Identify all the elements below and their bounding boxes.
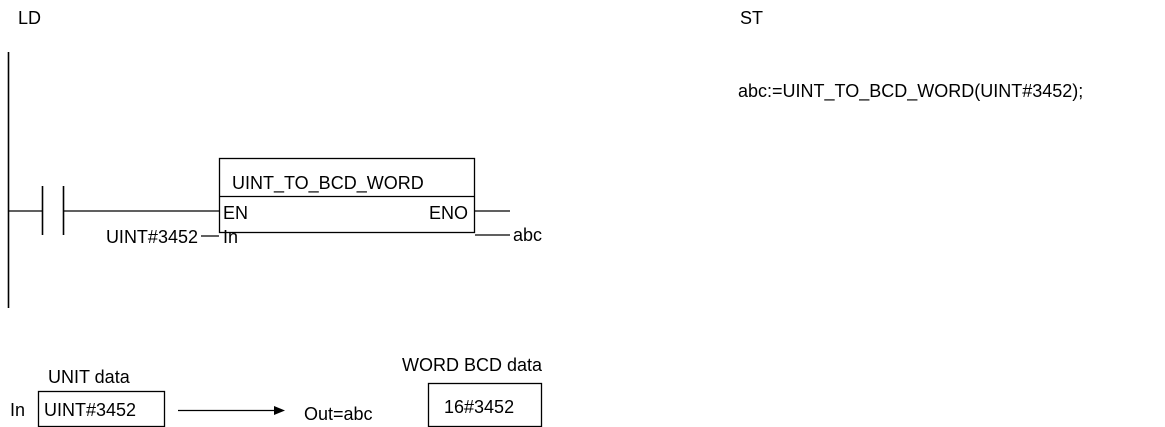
- in-pin-label: In: [223, 227, 238, 247]
- in-label: In: [10, 400, 25, 420]
- function-block-box: [218, 157, 476, 234]
- contact: [41, 186, 65, 235]
- target-value: 16#3452: [444, 397, 514, 417]
- source-value: UINT#3452: [44, 400, 136, 420]
- function-block-name: UINT_TO_BCD_WORD: [232, 173, 424, 194]
- ld-label: LD: [18, 8, 41, 28]
- st-label: ST: [740, 8, 763, 28]
- in-value: UINT#3452: [106, 227, 198, 247]
- out-label: Out=abc: [304, 404, 373, 424]
- eno-pin-label: ENO: [429, 203, 468, 223]
- en-pin-label: EN: [223, 203, 248, 223]
- source-caption: UNIT data: [48, 367, 131, 387]
- conversion-arrow: [178, 406, 285, 415]
- target-caption: WORD BCD data: [402, 355, 543, 375]
- st-code: abc:=UINT_TO_BCD_WORD(UINT#3452);: [738, 81, 1083, 102]
- output-var: abc: [513, 225, 542, 245]
